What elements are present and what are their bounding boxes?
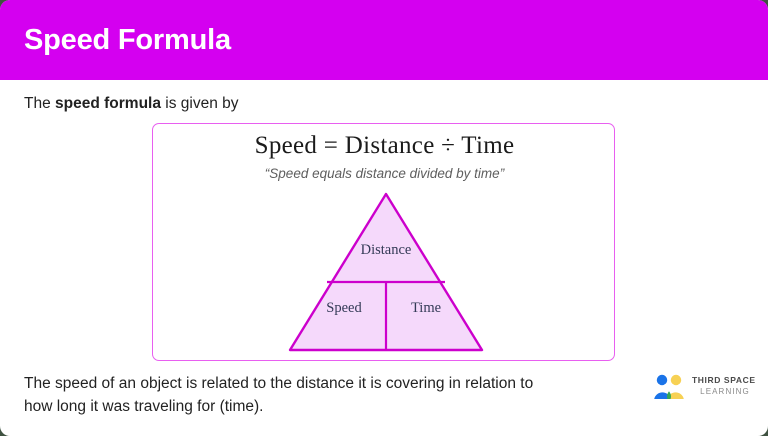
brand-name-secondary: LEARNING [700,387,750,396]
logo-body-blue-icon [654,392,671,399]
logo-head-blue-icon [656,374,668,386]
triangle-graphic [288,192,484,352]
intro-text-after: is given by [160,95,239,112]
intro-text-before: The [24,95,56,112]
logo-body-yellow-icon [667,392,684,399]
description-line-2: how long it was traveling for (time). [24,398,264,415]
brand-name-primary: THIRD SPACE [692,375,756,385]
page-header: Speed Formula [0,0,768,80]
formula-triangle-diagram: Distance Speed Time [286,190,486,355]
brand-logo: THIRD SPACE LEARNING [652,372,756,404]
intro-text-bold: speed formula [55,95,161,112]
description-line-1: The speed of an object is related to the… [24,375,534,392]
formula-equation: Speed = Distance ÷ Time [254,132,515,159]
formula-caption: “Speed equals distance divided by time” [264,166,505,181]
triangle-label-distance: Distance [360,242,412,258]
logo-body-overlap-icon [667,391,671,399]
description-paragraph: The speed of an object is related to the… [24,372,624,418]
logo-head-yellow-icon [670,374,682,386]
triangle-label-time: Time [410,300,442,316]
formula-card: Speed = Distance ÷ Time “Speed equals di… [152,123,615,361]
third-space-learning-mark-icon [654,374,684,399]
triangle-label-speed: Speed [326,300,362,316]
brand-logo-text: THIRD SPACE LEARNING [692,375,758,397]
intro-sentence: The speed formula is given by [24,93,239,115]
page-title: Speed Formula [24,24,231,56]
